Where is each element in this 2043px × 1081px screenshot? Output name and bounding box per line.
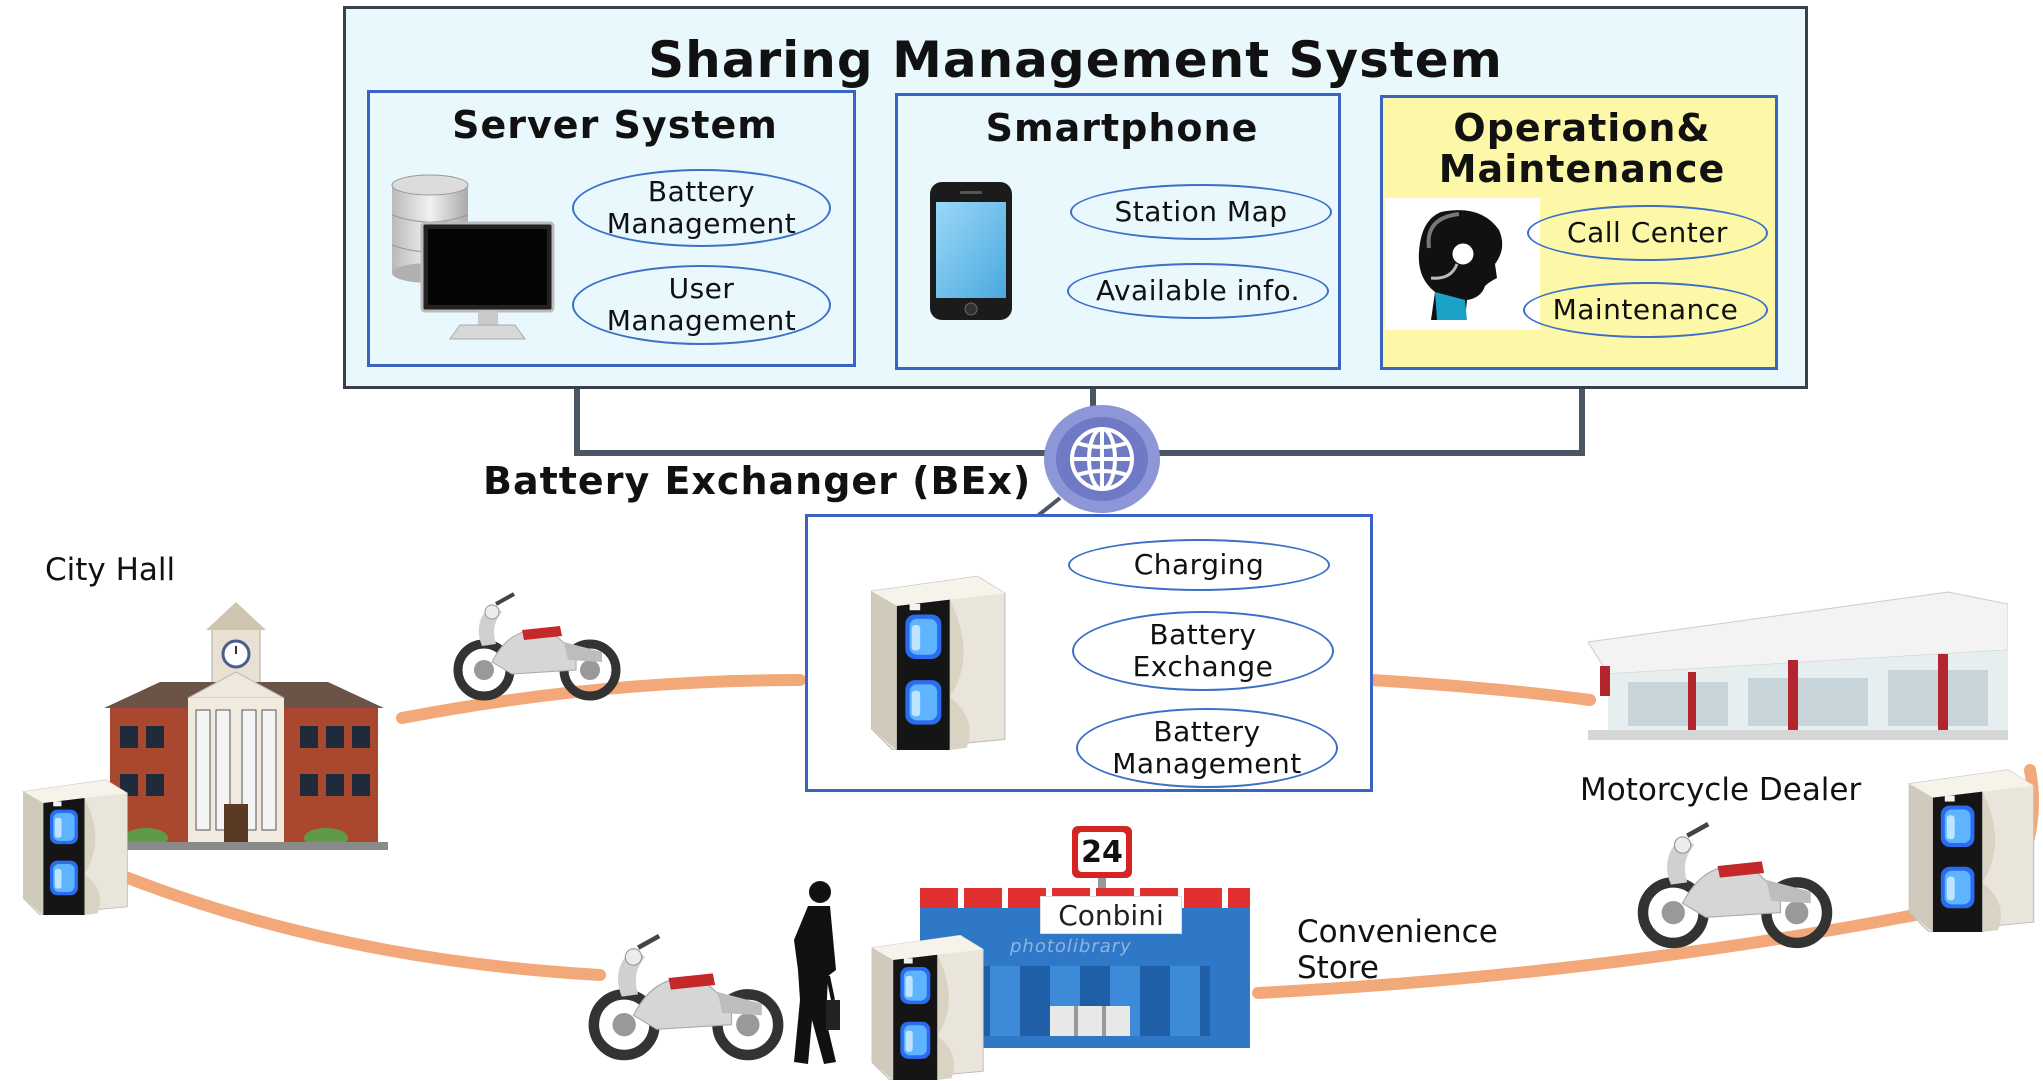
maintenance-label: Maintenance	[1552, 293, 1739, 326]
station-map-label: Station Map	[1114, 195, 1288, 228]
server-panel-title: Server System	[452, 103, 778, 147]
user-management-label: User Management	[606, 272, 797, 337]
battery-management-label: Battery Management	[606, 175, 797, 240]
server-system-panel: Server System Battery Management User Ma…	[367, 90, 856, 367]
store-bins	[1050, 1006, 1130, 1036]
call-center-label: Call Center	[1567, 216, 1728, 249]
bex-panel-machine-icon	[860, 570, 1010, 750]
operation-panel-title: Operation& Maintenance	[1438, 106, 1726, 191]
store-24-plate: 24	[1078, 832, 1126, 872]
convenience-store-icon: 24 Conbini photolibrary	[920, 826, 1250, 1048]
loop-left-bottom	[122, 872, 606, 981]
scooter-icon-bottom	[586, 922, 786, 1062]
battery-exchange-label: Battery Exchange	[1132, 618, 1274, 683]
call-center-item: Call Center	[1527, 205, 1768, 261]
available-info-label: Available info.	[1095, 274, 1301, 307]
city-hall-label: City Hall	[45, 552, 176, 588]
smartphone-panel: Smartphone Station Map Available info.	[895, 93, 1341, 370]
scooter-icon	[452, 578, 622, 706]
convenience-store-label: Convenience Store	[1297, 914, 1498, 986]
charging-label: Charging	[1133, 548, 1265, 581]
operation-maintenance-panel: Operation& Maintenance Call Center Maint…	[1380, 95, 1778, 370]
bex-battery-management-item: Battery Management	[1076, 708, 1338, 788]
available-info-item: Available info.	[1067, 263, 1329, 319]
bex-title: Battery Exchanger (BEx)	[483, 459, 1032, 503]
charging-item: Charging	[1068, 539, 1330, 591]
store-bex-icon	[855, 930, 995, 1080]
store-name-panel: Conbini	[1040, 896, 1182, 934]
store-24-sign: 24	[1072, 826, 1132, 878]
loop-top-right	[1366, 674, 1596, 706]
smartphone-panel-title: Smartphone	[985, 106, 1259, 150]
operator-headset-icon	[1418, 210, 1503, 320]
city-hall-icon	[100, 602, 388, 850]
maintenance-item: Maintenance	[1523, 282, 1768, 338]
battery-exchange-item: Battery Exchange	[1072, 611, 1334, 691]
system-title: Sharing Management System	[648, 31, 1503, 89]
user-management-item: User Management	[572, 265, 831, 345]
battery-management-item: Battery Management	[572, 169, 831, 247]
store-window-text: photolibrary	[1010, 936, 1132, 957]
station-map-item: Station Map	[1070, 184, 1332, 240]
dealer-building-icon	[1588, 591, 2008, 740]
scooter-icon-dealer	[1636, 810, 1834, 950]
store-24-text: 24	[1081, 834, 1123, 870]
city-hall-bex-icon	[8, 775, 138, 915]
dealer-bex-icon	[1896, 764, 2041, 932]
walking-person-icon	[794, 881, 840, 1064]
globe-icon	[1044, 405, 1160, 513]
bex-battery-management-label: Battery Management	[1112, 715, 1302, 780]
smartphone-icon	[930, 182, 1012, 320]
motorcycle-dealer-label: Motorcycle Dealer	[1580, 772, 1862, 808]
store-name-text: Conbini	[1058, 898, 1164, 932]
monitor-icon	[420, 221, 555, 340]
